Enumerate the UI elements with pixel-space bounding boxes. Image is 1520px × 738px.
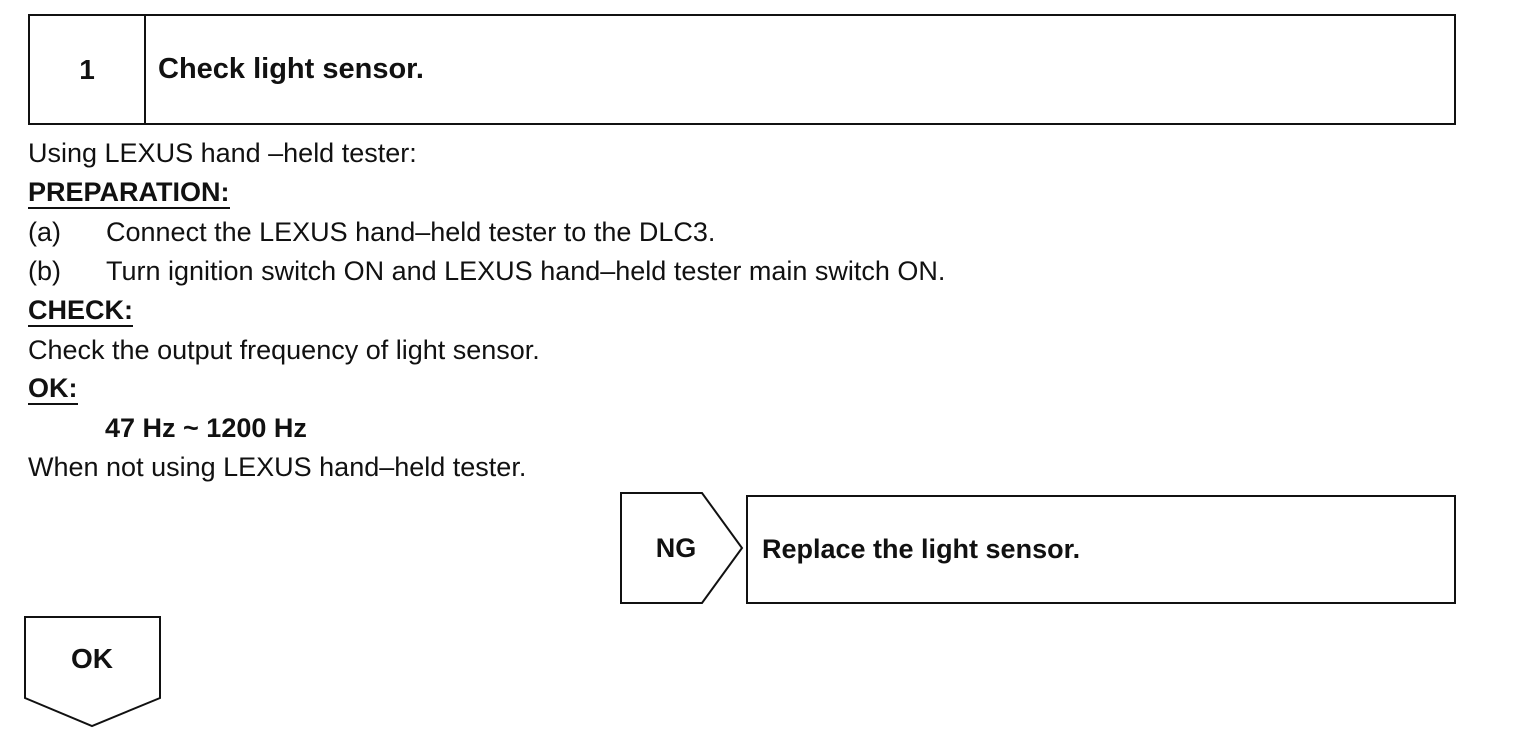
preparation-item-b: (b) Turn ignition switch ON and LEXUS han… bbox=[28, 252, 945, 291]
ok-spec: 47 Hz ~ 1200 Hz bbox=[105, 413, 307, 443]
item-text: Turn ignition switch ON and LEXUS hand–h… bbox=[106, 256, 946, 286]
check-text: Check the output frequency of light sens… bbox=[28, 335, 540, 365]
ok-heading: OK: bbox=[28, 373, 78, 405]
item-key: (b) bbox=[28, 256, 61, 286]
intro-text: Using LEXUS hand –held tester: bbox=[28, 138, 417, 168]
check-heading: CHECK: bbox=[28, 295, 133, 327]
ok-arrow-shape bbox=[24, 616, 161, 728]
step-number: 1 bbox=[30, 16, 146, 123]
step-title: Check light sensor. bbox=[158, 53, 424, 85]
ng-label: NG bbox=[655, 532, 697, 563]
item-key: (a) bbox=[28, 217, 61, 247]
preparation-heading: PREPARATION: bbox=[28, 177, 230, 209]
item-text: Connect the LEXUS hand–held tester to th… bbox=[106, 217, 716, 247]
ok-label: OK bbox=[71, 643, 113, 674]
note-text: When not using LEXUS hand–held tester. bbox=[28, 452, 527, 482]
preparation-item-a: (a) Connect the LEXUS hand–held tester to… bbox=[28, 213, 715, 252]
step-header: 1 Check light sensor. bbox=[28, 14, 1456, 125]
ng-result-box: Replace the light sensor. bbox=[746, 495, 1456, 604]
ng-arrow-shape bbox=[620, 492, 744, 604]
